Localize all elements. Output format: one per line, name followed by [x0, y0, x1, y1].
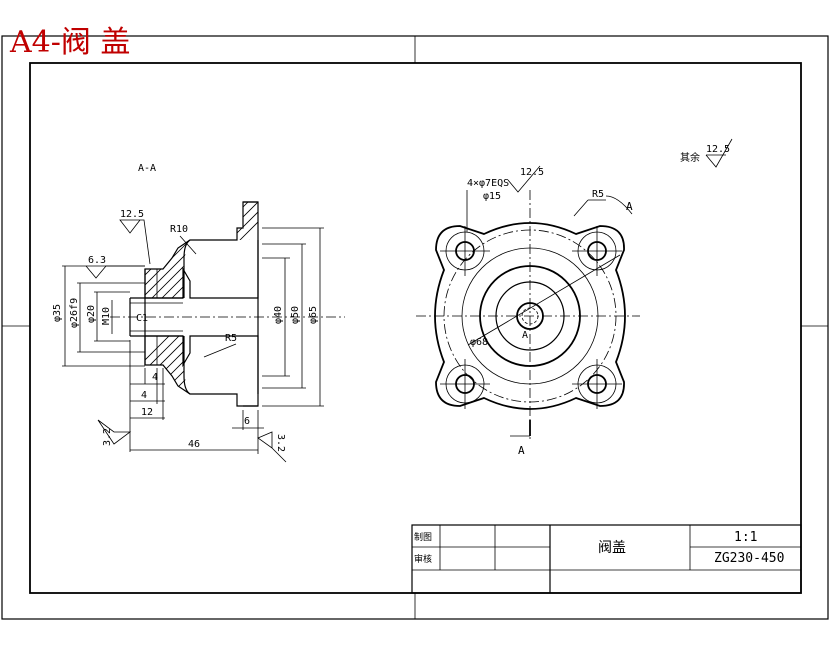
section-view: A-A: [52, 163, 345, 463]
roughness-rest: 其余 12.5: [680, 138, 733, 168]
tb-row1: 制图: [414, 531, 432, 543]
svg-text:6.3: 6.3: [88, 255, 106, 266]
svg-text:3.2: 3.2: [102, 428, 113, 446]
dim-d40: φ40: [273, 306, 284, 324]
dim-r5: R5: [225, 333, 237, 344]
dim-r10: R10: [170, 224, 188, 235]
dim-m10: M10: [101, 307, 112, 325]
sheet-title: A4-阀 盖: [9, 25, 130, 60]
dim-w6: 6: [244, 416, 250, 427]
tb-material: ZG230-450: [714, 551, 784, 566]
label-holes: 4×φ7EQS: [467, 178, 509, 189]
title-block: 制图 审核 阀盖 1:1 ZG230-450: [411, 524, 802, 594]
svg-text:12.5: 12.5: [520, 167, 544, 178]
outer-border: [1, 35, 829, 620]
dim-w12: 12: [141, 407, 153, 418]
dim-w4b: 4: [141, 390, 147, 401]
svg-text:12.5: 12.5: [706, 144, 730, 155]
roughness-6-3: 6.3: [85, 255, 145, 279]
tb-row2: 审核: [414, 553, 432, 565]
section-label: A-A: [138, 163, 156, 174]
svg-text:3.2: 3.2: [275, 434, 286, 452]
dim-c1: C1: [136, 313, 148, 324]
label-a1: A: [626, 200, 633, 213]
inner-border: [29, 62, 802, 594]
roughness-top-left: 12.5: [119, 209, 151, 265]
roughness-front: 12.5: [507, 165, 544, 193]
svg-text:其余: 其余: [680, 151, 700, 164]
label-r5: R5: [592, 189, 604, 200]
label-pcd: φ68: [470, 337, 488, 348]
label-a2: A: [518, 444, 525, 457]
roughness-bottom-right: 3.2: [257, 431, 287, 463]
dim-w4a: 4: [152, 372, 158, 383]
bolt-holes: [440, 226, 622, 409]
dim-d50: φ50: [290, 306, 301, 324]
tb-part-name: 阀盖: [598, 540, 626, 556]
dim-d26: φ26f9: [69, 298, 80, 328]
label-bore: φ15: [483, 191, 501, 202]
dim-d35: φ35: [52, 304, 63, 322]
dim-lines: [62, 227, 324, 454]
dim-d20: φ20: [86, 305, 97, 323]
tb-scale: 1:1: [734, 530, 757, 545]
svg-text:12.5: 12.5: [120, 209, 144, 220]
front-view: 4×φ7EQS φ15 12.5 R5 A φ68 A A: [416, 165, 640, 457]
roughness-bottom-left: 3.2: [97, 419, 132, 446]
dim-d65: φ65: [308, 306, 319, 324]
dim-w46: 46: [188, 439, 200, 450]
label-center-a: A: [522, 330, 528, 341]
